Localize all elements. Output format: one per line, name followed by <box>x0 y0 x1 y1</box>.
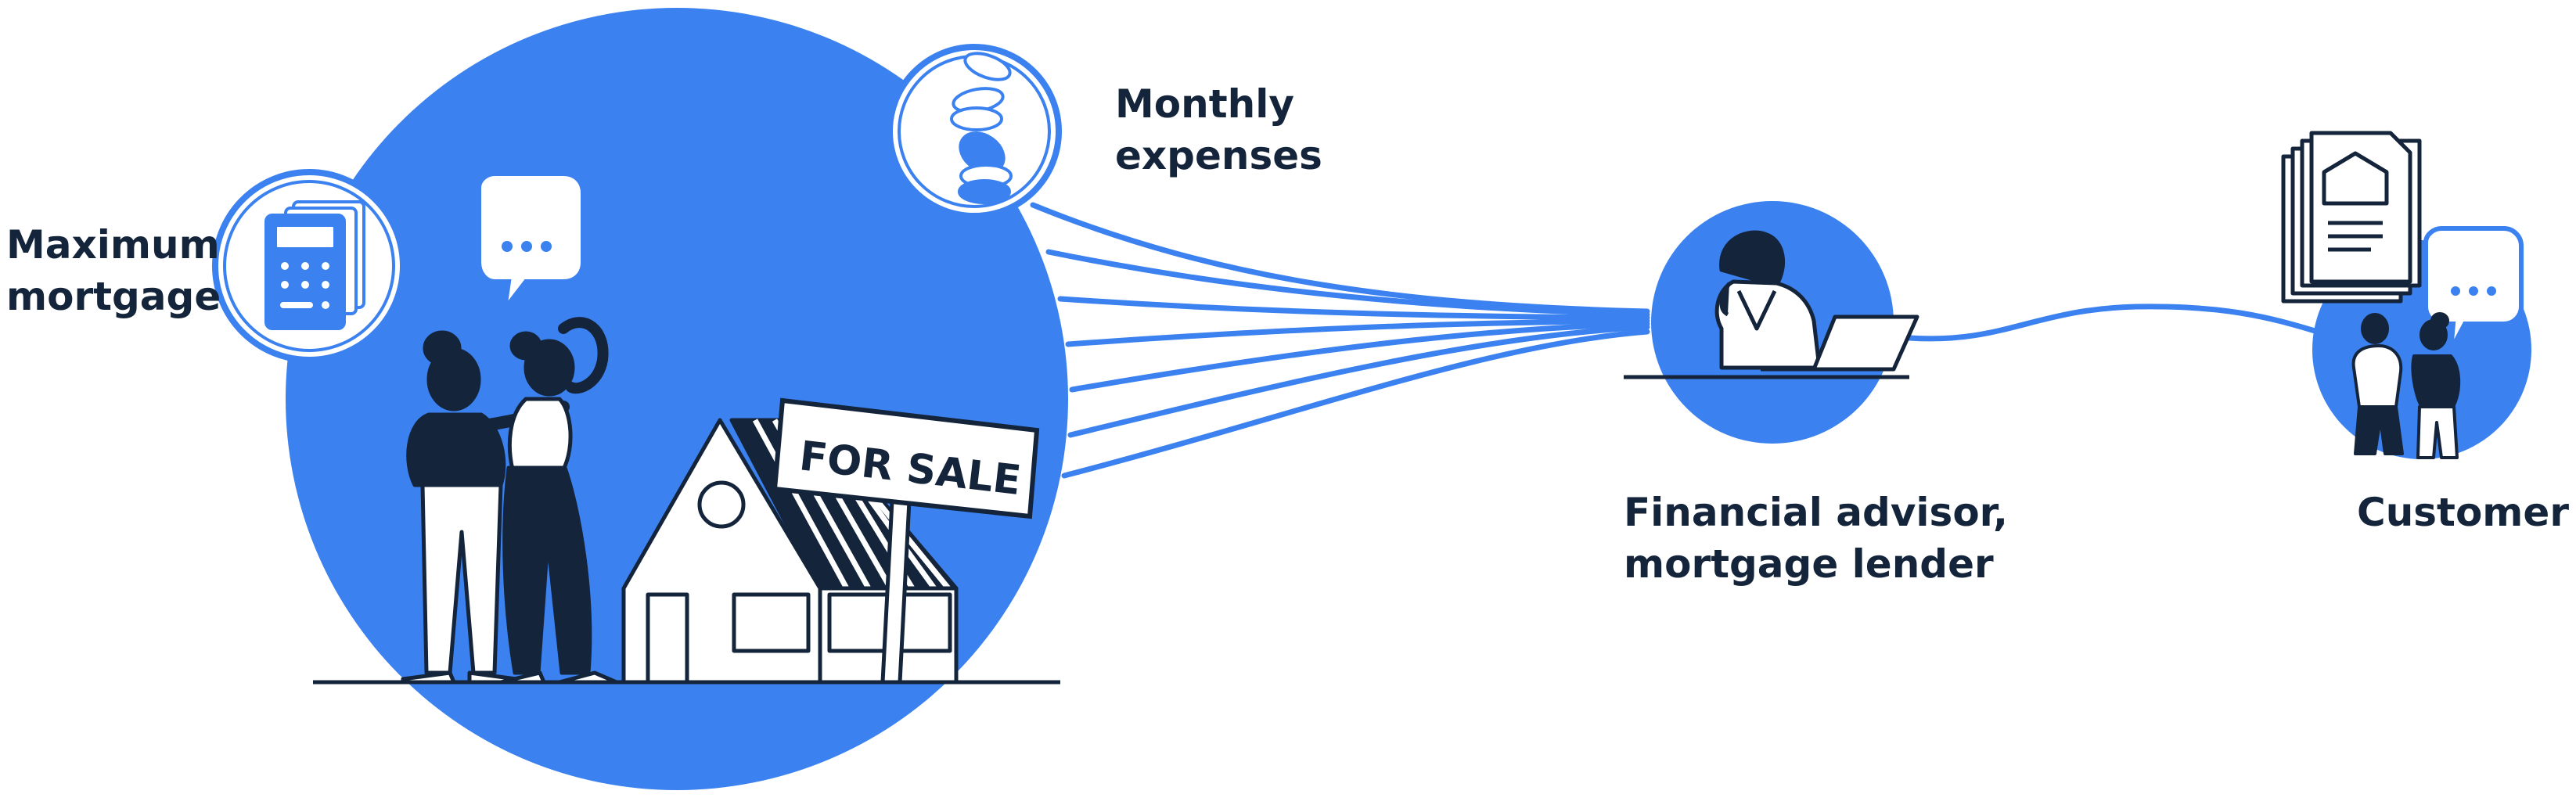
coin-stack-icon <box>950 52 1013 204</box>
advisor-group <box>1624 201 1919 444</box>
flow-line <box>1045 249 1650 318</box>
label-maximum-mortgage-line1: Maximum <box>6 222 220 268</box>
label-monthly-expenses-line1: Monthly <box>1115 81 1294 127</box>
label-financial-advisor-line2: mortgage lender <box>1624 541 1994 587</box>
label-financial-advisor: Financial advisor, mortgage lender <box>1624 487 2008 590</box>
label-maximum-mortgage-line2: mortgage <box>6 274 221 319</box>
flow-line <box>1030 202 1650 314</box>
flow-line <box>1061 329 1650 479</box>
flow-lines <box>1030 202 2323 479</box>
label-monthly-expenses-line2: expenses <box>1115 133 1322 178</box>
flow-line <box>1069 321 1650 393</box>
flow-line-customer <box>1906 304 2323 342</box>
customer-couple <box>2351 312 2461 459</box>
house-door <box>646 592 689 685</box>
label-customer: Customer <box>2357 487 2569 538</box>
label-monthly-expenses: Monthly expenses <box>1115 78 1322 181</box>
person-2-legs <box>502 465 592 675</box>
person-2-hand-on-head <box>558 317 609 394</box>
person-1-legs <box>420 483 503 675</box>
speech-bubble-icon <box>477 171 585 318</box>
customer-speech-bubble-icon <box>2423 226 2524 352</box>
house-window <box>732 592 811 653</box>
label-financial-advisor-line1: Financial advisor, <box>1624 490 2008 535</box>
person-2-head <box>523 339 575 397</box>
house-round-window <box>697 480 746 529</box>
advisor-figure <box>1714 230 1822 370</box>
person-2-torso <box>507 397 573 472</box>
customer-group <box>2281 131 2531 459</box>
person-1-head <box>426 347 481 411</box>
label-customer-text: Customer <box>2357 490 2569 535</box>
for-sale-sign: FOR SALE <box>772 397 1040 685</box>
sign-board <box>772 397 1040 519</box>
laptop-icon <box>1761 314 1919 372</box>
couple <box>401 317 619 685</box>
flow-line <box>1067 324 1650 438</box>
calculator-icon <box>264 200 365 330</box>
person-2-shoes <box>498 670 619 685</box>
coins-badge <box>887 44 1062 219</box>
flow-line <box>1057 296 1650 321</box>
house-document-icon <box>2281 131 2422 304</box>
calculator-badge <box>212 169 406 363</box>
label-maximum-mortgage: Maximum mortgage <box>6 219 221 322</box>
flow-line <box>1065 318 1650 347</box>
